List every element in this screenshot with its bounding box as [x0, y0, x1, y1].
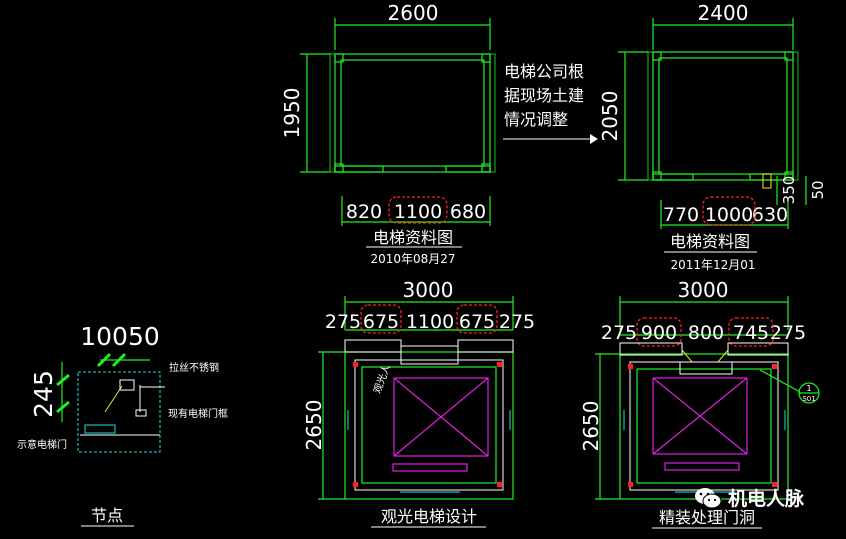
design1-seg2: 675	[363, 311, 399, 333]
node-label-3: 示意电梯门	[17, 438, 67, 451]
design1-title: 观光电梯设计	[381, 507, 477, 526]
node-label-1: 拉丝不锈钢	[169, 361, 219, 374]
design2-width: 3000	[678, 278, 729, 302]
design2-seg1: 275	[601, 322, 637, 344]
design2-title: 精装处理门洞	[659, 508, 755, 527]
node-title: 节点	[91, 506, 123, 525]
plan2-title: 电梯资料图	[670, 232, 750, 251]
design2-seg3: 800	[688, 322, 724, 344]
watermark-text: 机电人脉	[728, 488, 805, 510]
design2-seg2: 900	[641, 322, 677, 344]
note-line3: 情况调整	[504, 110, 568, 129]
plan2-date: 2011年12月01	[670, 258, 755, 272]
design-1: 3000 275 675 1100 675 275 观光人 2650	[302, 278, 535, 528]
design2-seg5: 275	[770, 322, 806, 344]
design2-callout-bot: S01	[802, 395, 815, 403]
plan1-seg-left: 820	[346, 201, 382, 223]
design1-width: 3000	[403, 278, 454, 302]
note-line2: 据现场土建	[504, 86, 584, 105]
plan2-seg-right: 630	[752, 204, 788, 226]
wechat-icon	[695, 487, 722, 508]
note-line1: 电梯公司根	[504, 62, 584, 81]
node-left-dim: 245	[29, 370, 58, 418]
design1-seg4: 675	[459, 311, 495, 333]
plan1-seg-door: 1100	[394, 201, 442, 223]
plan1-date: 2010年08月27	[370, 252, 455, 266]
plan2-side-a: 350	[780, 176, 798, 205]
arrow-right-icon	[590, 134, 598, 144]
plan2-seg-left: 770	[663, 204, 699, 226]
node-detail: 10050 245 拉丝不锈钢 现有电梯门框 示意电梯门 节点	[17, 322, 228, 527]
plan1-title: 电梯资料图	[373, 228, 453, 247]
design1-height: 2650	[302, 400, 326, 451]
watermark: 机电人脉	[694, 484, 804, 511]
plan2-width: 2400	[698, 1, 749, 25]
plan2-seg-door: 1000	[705, 204, 753, 226]
design1-seg5: 275	[499, 311, 535, 333]
plan1-height: 1950	[280, 88, 304, 139]
plan2-side-b: 50	[809, 180, 827, 199]
node-top-dim: 10050	[80, 322, 160, 351]
design-2: 3000 275 900 800 745 275 1 S01	[579, 278, 820, 529]
plan-1: 2600 1950 820 1100 680 电梯资料图 2010年08月27	[280, 1, 496, 266]
design1-seg1: 275	[325, 311, 361, 333]
plan1-seg-right: 680	[450, 201, 486, 223]
plan-2: 2400 2050 770 1000 630 350 50 电梯资料图 2011…	[598, 1, 827, 272]
node-label-2: 现有电梯门框	[168, 407, 228, 420]
design2-callout-top: 1	[806, 384, 811, 393]
plan1-width: 2600	[388, 1, 439, 25]
design1-seg3: 1100	[406, 311, 454, 333]
plan2-height: 2050	[598, 91, 622, 142]
design2-seg4: 745	[733, 322, 769, 344]
design2-height: 2650	[579, 401, 603, 452]
adjust-note: 电梯公司根 据现场土建 情况调整	[503, 62, 598, 144]
